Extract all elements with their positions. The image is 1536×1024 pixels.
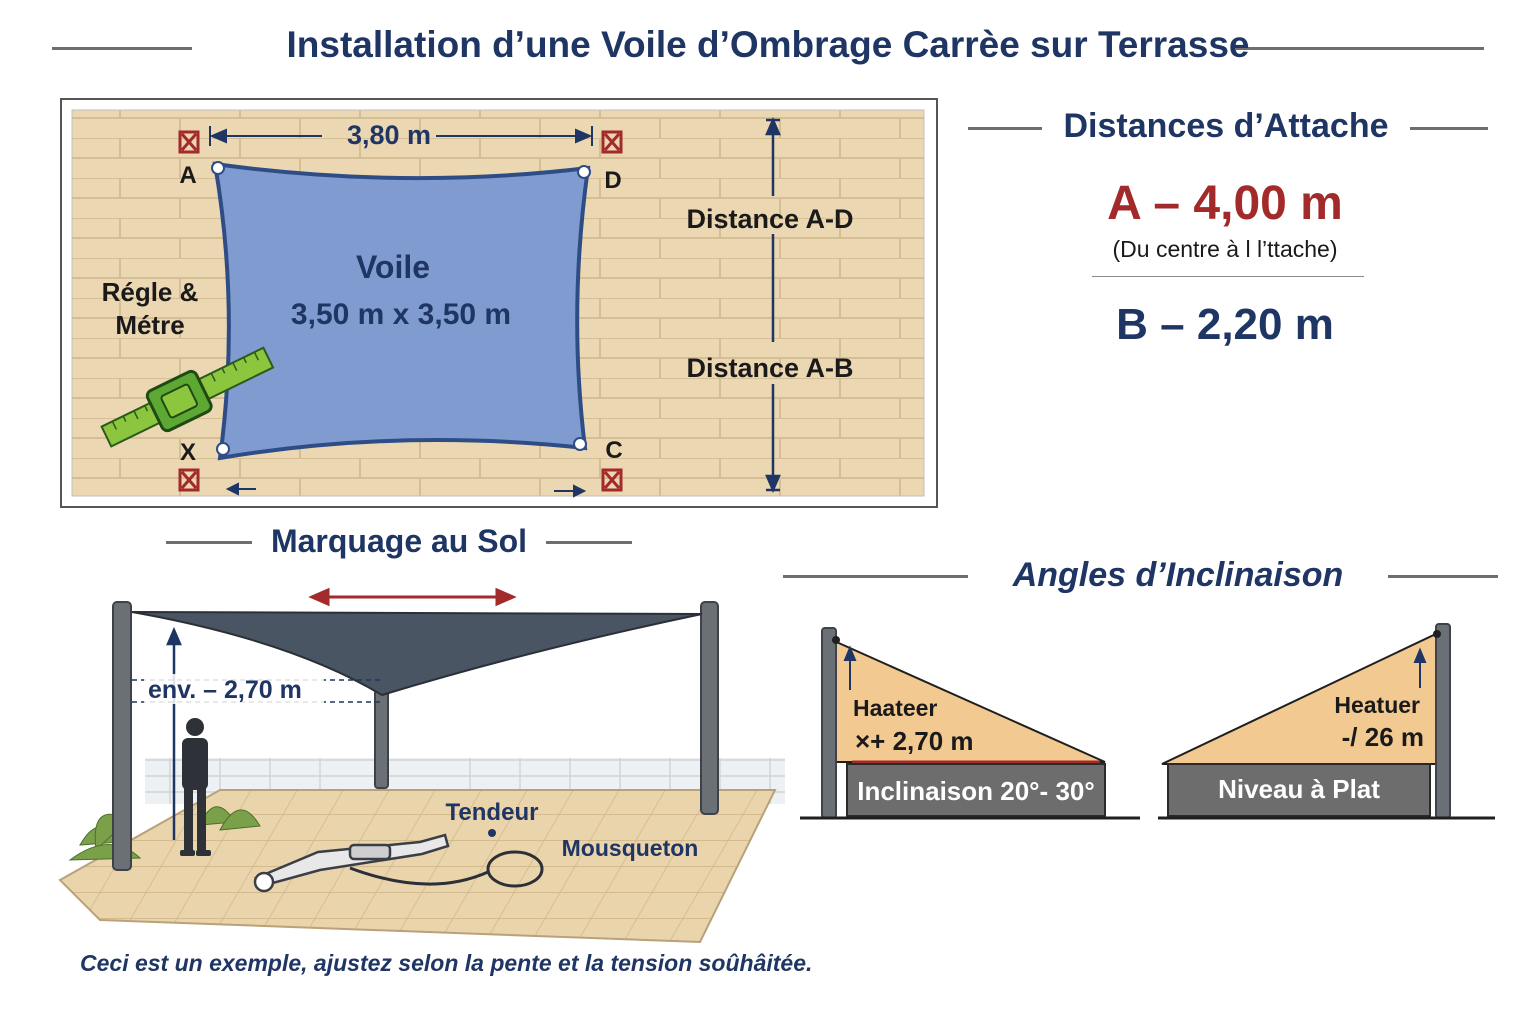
inclined-caption: Inclinaison 20°- 30° [857, 776, 1095, 806]
title-rule-right [1236, 47, 1484, 50]
grommet-x [216, 442, 230, 456]
top-dimension-label: 3,80 m [347, 120, 431, 150]
flat-height-line2: -/ 26 m [1342, 722, 1424, 752]
sail-label: Voile [356, 249, 430, 285]
carabiner-icon [349, 850, 544, 888]
title-rule-left [52, 47, 192, 50]
ground-rule-right [546, 541, 632, 544]
footer-note: Ceci est un exemple, ajustez selon la pe… [80, 950, 813, 976]
tensioner-icon [253, 833, 450, 893]
ground-heading: Marquage au Sol [270, 523, 528, 559]
anchor-mark-c [601, 468, 623, 492]
angles-rule-left [783, 575, 968, 578]
corner-label-c: C [605, 437, 622, 464]
vertical-dimension-arrow [765, 116, 781, 494]
attach-a-value: A – 4,00 m [1107, 177, 1343, 230]
angles-diagram: Haateer ×+ 2,70 m Inclinaison 20°- 30° H… [800, 623, 1495, 820]
attach-rule-right [1410, 127, 1488, 130]
pole-front-left [112, 601, 132, 871]
flat-caption-box [1167, 763, 1431, 817]
page-title: Installation d’une Voile d’Ombrage Carrè… [286, 24, 1250, 65]
attach-a-note: (Du centre à l l’ttache) [1112, 236, 1338, 262]
flat-height-line1: Heatuer [1334, 692, 1420, 718]
flat-pole [1435, 623, 1451, 819]
grommet-d [577, 165, 591, 179]
wall-diagram: 3,80 m A D X C Voile 3,50 m x 3,50 m Rég… [60, 98, 938, 508]
ground-rule-left [166, 541, 252, 544]
inclined-caption-box [846, 763, 1106, 817]
tensioner-label: Tendeur [446, 799, 539, 826]
tensioner-pointer-dot [488, 829, 496, 837]
height-label: env. – 2,70 m [148, 676, 302, 704]
tool-label-line1: Régle & [102, 277, 199, 307]
corner-label-x: X [180, 439, 196, 466]
distance-ab-label: Distance A-B [686, 353, 853, 383]
corner-label-d: D [604, 167, 621, 194]
pole-front-right [700, 601, 719, 815]
inclined-height-line1: Haateer [853, 695, 937, 721]
sail-size-label: 3,50 m x 3,50 m [291, 298, 511, 331]
anchor-mark-x [178, 468, 200, 492]
pole-back-center [374, 689, 389, 789]
flat-height-arrow [1413, 647, 1427, 688]
top-dimension-arrow [209, 126, 593, 146]
person-figure [180, 718, 211, 856]
distance-ad-label: Distance A-D [686, 204, 853, 234]
terrace-floor [58, 789, 777, 944]
ground-scene: env. – 2,70 m Tendeur Mousqueton [58, 587, 785, 944]
height-arrow [132, 626, 380, 840]
inclined-pole [821, 627, 837, 819]
flat-caption: Niveau à Plat [1218, 774, 1380, 804]
grommet-a [211, 161, 225, 175]
attach-heading: Distances d’Attache [1063, 107, 1389, 145]
tape-measure-icon [100, 346, 275, 448]
inclined-height-line2: ×+ 2,70 m [855, 726, 974, 756]
attach-b-value: B – 2,20 m [1116, 300, 1334, 349]
corner-label-a: A [179, 162, 196, 189]
angles-rule-right [1388, 575, 1498, 578]
attach-divider [1092, 276, 1364, 277]
attach-rule-left [968, 127, 1042, 130]
anchor-mark-d [601, 130, 623, 154]
angles-heading: Angles d’Inclinaison [1012, 556, 1344, 594]
carabiner-label: Mousqueton [562, 835, 699, 861]
grommet-c [573, 437, 587, 451]
width-arrow [308, 587, 517, 607]
anchor-mark-a [178, 130, 200, 154]
inclined-height-arrow [843, 645, 857, 690]
plant-decoration [68, 806, 261, 861]
tool-label-line2: Métre [115, 310, 184, 340]
bottom-small-arrows [225, 482, 587, 498]
shade-sail-triangle [131, 611, 703, 697]
